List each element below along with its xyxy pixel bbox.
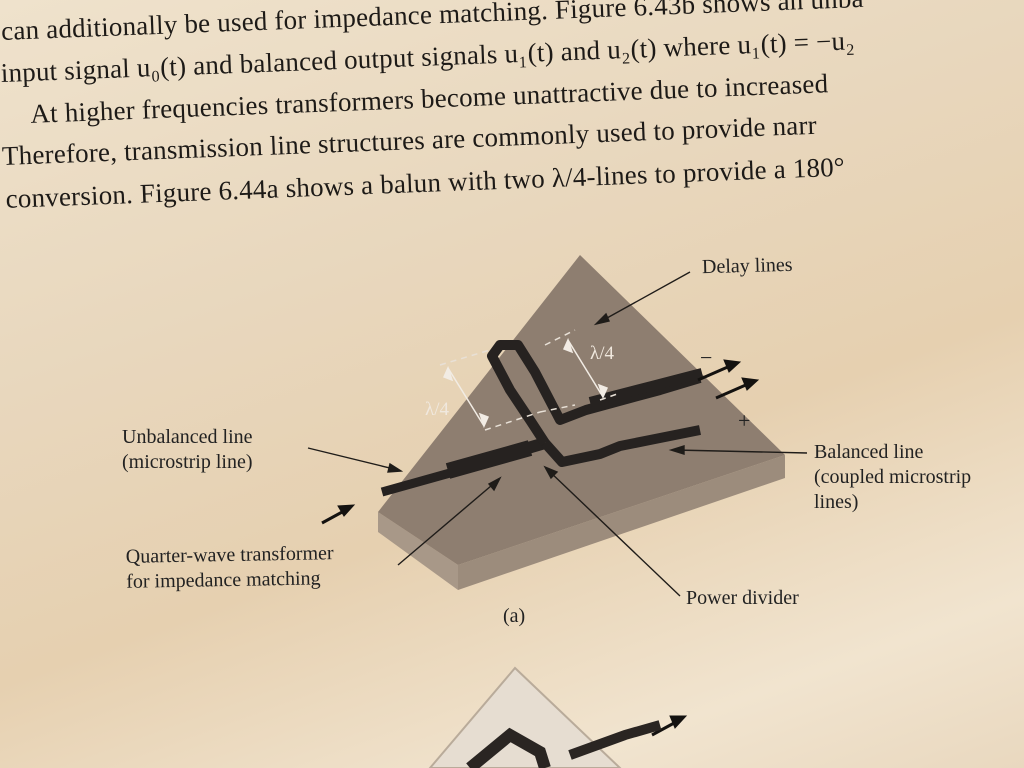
label-lambda-top: λ/4	[590, 343, 614, 364]
balanced-strip-lower	[541, 425, 701, 467]
leader-balanced	[674, 449, 808, 454]
label-balanced-line-2: (coupled microstrip	[814, 466, 972, 488]
label-unbalanced-line-1: Unbalanced line	[122, 426, 253, 448]
label-quarter-wave-2: for impedance matching	[126, 567, 321, 593]
label-lambda-left: λ/4	[425, 399, 449, 420]
label-balanced-line: Balanced line (coupled microstrip lines)	[814, 440, 971, 515]
label-balanced-line-3: lines)	[814, 491, 859, 513]
figure-caption: (a)	[503, 605, 526, 627]
dimension-guides	[439, 329, 621, 431]
label-balanced-line-1: Balanced line	[814, 441, 924, 463]
label-delay-lines: Delay lines	[701, 253, 793, 279]
leader-power-divider	[547, 469, 681, 597]
input-arrow-head	[337, 504, 356, 517]
leader-unbalanced	[307, 447, 399, 471]
label-plus: +	[738, 408, 751, 433]
output-arrow-plus	[715, 382, 749, 400]
output-arrow-plus-head	[741, 377, 760, 391]
leader-delay-lines	[597, 271, 691, 324]
substrate-side	[378, 512, 458, 590]
label-power-divider: Power divider	[686, 587, 799, 609]
label-minus: −	[700, 345, 713, 370]
leader-quarter-wave	[397, 479, 499, 566]
microstrip-structure	[380, 340, 704, 497]
lower-arrow-head	[669, 715, 688, 729]
delay-line-strip	[487, 340, 702, 446]
signal-arrows	[321, 359, 760, 737]
output-arrow-minus-head	[723, 359, 742, 373]
label-quarter-wave-1: Quarter-wave transformer	[125, 542, 334, 568]
label-unbalanced-line: Unbalanced line (microstrip line)	[122, 425, 253, 475]
dimension-arrows	[442, 337, 609, 429]
lower-arrow	[651, 720, 677, 737]
leader-lines	[307, 271, 808, 597]
unbalanced-strip	[380, 468, 452, 497]
quarter-wave-strip	[445, 440, 533, 479]
label-quarter-wave: Quarter-wave transformer for impedance m…	[126, 541, 335, 595]
substrate-side-front	[458, 455, 785, 590]
output-arrow-minus	[697, 364, 731, 382]
balanced-strip-upper	[588, 368, 704, 407]
input-arrow	[321, 509, 345, 525]
lower-figure-substrate	[428, 666, 622, 768]
label-unbalanced-line-2: (microstrip line)	[122, 451, 253, 473]
lower-figure-strip	[466, 727, 551, 768]
lower-figure-strip-2	[568, 720, 662, 760]
